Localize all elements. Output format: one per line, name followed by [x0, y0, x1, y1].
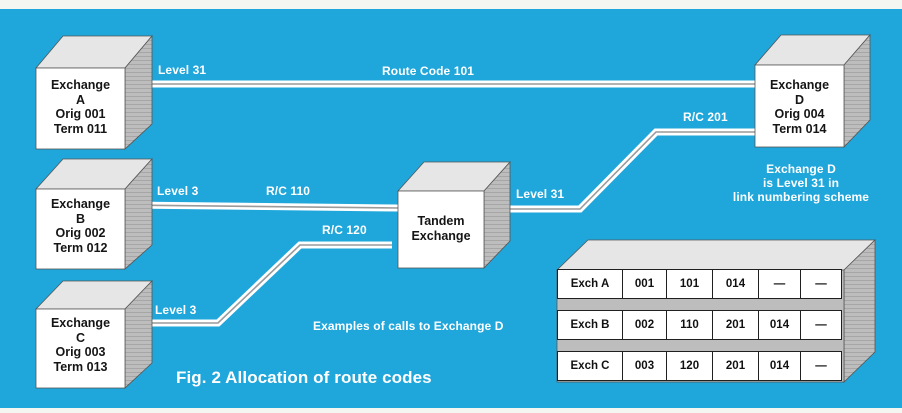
table-cell: Exch A [557, 269, 623, 299]
table-cell: 002 [623, 310, 667, 340]
table-cell: 014 [713, 269, 759, 299]
table-cell: Exch B [557, 310, 623, 340]
table-cell: 201 [713, 351, 759, 381]
table-cell: 014 [759, 351, 801, 381]
link-a-level-label: Level 31 [158, 63, 206, 77]
table-cell: 001 [623, 269, 667, 299]
link-b-level-label: Level 3 [157, 184, 198, 198]
table-cell: 110 [667, 310, 713, 340]
calls-table-row: Exch B 002 110 201 014 — [557, 310, 842, 340]
link-a-route-code-label: Route Code 101 [382, 64, 474, 78]
link-b-route-code-label: R/C 110 [266, 184, 310, 198]
calls-table-row: Exch A 001 101 014 — — [557, 269, 842, 299]
calls-table-row: Exch C 003 120 201 014 — [557, 351, 842, 381]
link-tandem-level-label: Level 31 [516, 187, 564, 201]
table-cell: 120 [667, 351, 713, 381]
table-cell: 201 [713, 310, 759, 340]
link-d-route-code-label: R/C 201 [683, 110, 728, 124]
table-cell: — [759, 269, 801, 299]
figure-caption: Fig. 2 Allocation of route codes [176, 368, 432, 388]
table-cell: 101 [667, 269, 713, 299]
table-cell: Exch C [557, 351, 623, 381]
examples-label: Examples of calls to Exchange D [313, 319, 504, 333]
table-cell: 014 [759, 310, 801, 340]
table-cell: 003 [623, 351, 667, 381]
link-c-route-code-label: R/C 120 [322, 223, 367, 237]
table-cell: — [801, 351, 842, 381]
table-cell: — [801, 310, 842, 340]
table-cell: — [801, 269, 842, 299]
link-c-level-label: Level 3 [155, 303, 196, 317]
link-b-to-tandem [124, 205, 398, 208]
